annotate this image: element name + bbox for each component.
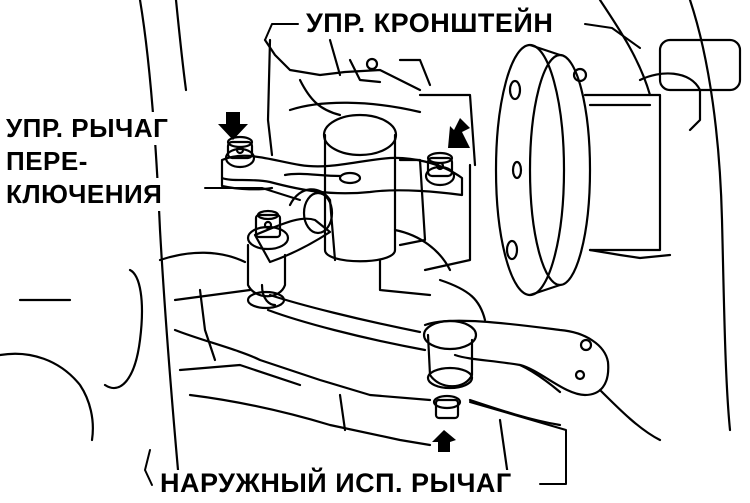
arrow-bottom-bolt — [432, 430, 456, 452]
bracket-bolt-left — [224, 135, 256, 169]
control-shift-lever — [246, 209, 332, 310]
leader-lines — [144, 23, 641, 486]
label-control-shift-lever-line1: УПР. РЫЧАГ — [6, 112, 173, 145]
linkage-rod — [260, 283, 427, 352]
arrow-right-bolt — [448, 118, 470, 148]
label-outer-shift-lever: НАРУЖНЫЙ ИСП. РЫЧАГ — [156, 470, 516, 497]
label-control-bracket: УПР. КРОНШТЕЙН — [302, 10, 558, 37]
outer-shift-lever — [422, 319, 610, 420]
shaft-housing — [288, 113, 487, 322]
label-control-shift-lever: УПР. РЫЧАГ ПЕРЕ- КЛЮЧЕНИЯ — [6, 112, 173, 211]
bracket-bolt-right — [424, 151, 456, 187]
arrow-left-bolt — [218, 112, 248, 140]
control-bracket — [220, 154, 464, 197]
flange-disc — [494, 0, 742, 432]
transmission-housing — [138, 0, 477, 472]
indicator-arrows — [218, 112, 470, 452]
label-control-shift-lever-line3: КЛЮЧЕНИЯ — [6, 178, 167, 211]
label-control-shift-lever-line2: ПЕРЕ- — [6, 145, 92, 178]
lower-housing — [0, 251, 662, 492]
